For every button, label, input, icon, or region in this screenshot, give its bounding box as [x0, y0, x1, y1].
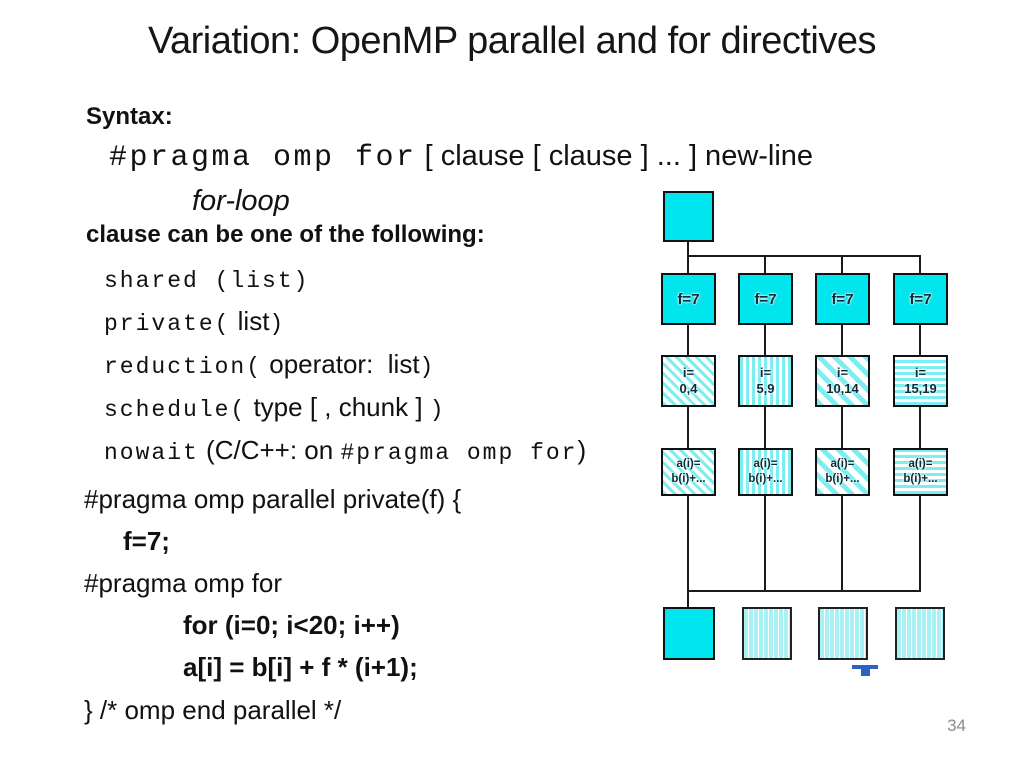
f-box-3: f=7 [815, 273, 870, 325]
clause-nowait-pragma: #pragma omp for [340, 440, 578, 466]
clause-nowait-close: ) [577, 435, 587, 465]
a-box-4-line1: a(i)= [908, 458, 933, 471]
i-box-1-line1: i= [682, 365, 695, 381]
f-box-1-label: f=7 [677, 290, 700, 308]
page-number: 34 [947, 716, 966, 735]
directive-code: #pragma omp for [109, 141, 417, 175]
master-thread-box [663, 191, 714, 242]
master-stub-line [687, 240, 689, 255]
pointer-mark-bar [852, 665, 878, 669]
f-box-4-label: f=7 [909, 290, 932, 308]
pointer-mark-stem [860, 669, 870, 676]
f-box-4: f=7 [893, 273, 948, 325]
clause-nowait: nowait (C/C++: on #pragma omp for) [104, 435, 586, 466]
clause-shared-code: shared (list) [104, 268, 310, 294]
a-box-2-line2: b(i)+... [748, 473, 783, 485]
slide-title: Variation: OpenMP parallel and for direc… [147, 20, 877, 62]
clause-schedule: schedule( type [ , chunk ] ) [104, 392, 446, 423]
f-box-2-label: f=7 [754, 290, 777, 308]
master-resume-line [687, 590, 689, 607]
fork-join-diagram: f=7 f=7 f=7 f=7 i=0,4 i=5,9 i=10,14 i=15… [640, 185, 970, 705]
i-box-1: i=0,4 [661, 355, 716, 407]
clause-nowait-note: (C/C++: on [198, 435, 341, 465]
syntax-heading: Syntax: [86, 103, 173, 130]
clause-intro: clause can be one of the following: [86, 221, 485, 248]
a-box-4: a(i)= b(i)+... [893, 448, 948, 496]
code-line-assignment: a[i] = b[i] + f * (i+1); [183, 652, 418, 682]
code-line-for: for (i=0; i<20; i++) [183, 610, 400, 640]
clause-schedule-code: schedule( [104, 397, 247, 423]
i-box-1-line2: 0,4 [679, 381, 698, 396]
a-box-1-line2: b(i)+... [671, 473, 706, 485]
clause-private-code: private( [104, 311, 231, 337]
thread2-line [764, 255, 766, 592]
thread4-line [919, 255, 921, 592]
clause-reduction-code: reduction( [104, 354, 263, 380]
a-box-3: a(i)= b(i)+... [815, 448, 870, 496]
clause-schedule-close: ) [429, 397, 446, 423]
i-box-2-line2: 5,9 [756, 381, 775, 396]
i-box-4-line1: i= [914, 365, 927, 381]
pointer-mark-icon [852, 665, 878, 677]
a-box-3-line1: a(i)= [830, 458, 855, 471]
i-box-3-line2: 10,14 [826, 381, 859, 396]
code-line-f7: f=7; [123, 526, 170, 556]
fork-line [687, 255, 921, 257]
clause-reduction-close: ) [419, 354, 436, 380]
join-line [687, 590, 921, 592]
f-box-2: f=7 [738, 273, 793, 325]
clause-shared: shared (list) [104, 263, 309, 294]
clause-nowait-code: nowait [104, 440, 199, 466]
clause-private-close: ) [269, 311, 286, 337]
a-box-1: a(i)= b(i)+... [661, 448, 716, 496]
thread3-line [841, 255, 843, 592]
clause-schedule-arg: type [ , chunk ] [246, 392, 430, 422]
clause-reduction-arg: operator: list [262, 349, 420, 379]
code-line-parallel: #pragma omp parallel private(f) { [84, 484, 462, 514]
clause-private-arg: list [230, 306, 270, 336]
a-box-2-line1: a(i)= [753, 458, 778, 471]
bottom-box-idle-2 [742, 607, 792, 660]
directive-syntax-line: #pragma omp for [ clause [ clause ] ... … [109, 140, 813, 175]
f-box-1: f=7 [661, 273, 716, 325]
a-box-4-line2: b(i)+... [903, 473, 938, 485]
thread1-line [687, 255, 689, 592]
directive-grammar: [ clause [ clause ] ... ] new-line [416, 140, 814, 172]
for-loop-placeholder: for-loop [192, 185, 290, 217]
clause-reduction: reduction( operator: list) [104, 349, 435, 380]
code-line-omp-for: #pragma omp for [84, 568, 282, 598]
bottom-box-idle-3 [818, 607, 868, 660]
code-line-end: } /* omp end parallel */ [84, 695, 342, 725]
bottom-box-master [663, 607, 715, 660]
bottom-box-idle-4 [895, 607, 945, 660]
i-box-3-line1: i= [836, 365, 849, 381]
i-box-2: i=5,9 [738, 355, 793, 407]
a-box-2: a(i)= b(i)+... [738, 448, 793, 496]
clause-private: private( list) [104, 306, 285, 337]
f-box-3-label: f=7 [831, 290, 854, 308]
i-box-4: i=15,19 [893, 355, 948, 407]
i-box-2-line1: i= [759, 365, 772, 381]
i-box-3: i=10,14 [815, 355, 870, 407]
i-box-4-line2: 15,19 [904, 381, 937, 396]
a-box-3-line2: b(i)+... [825, 473, 860, 485]
a-box-1-line1: a(i)= [676, 458, 701, 471]
